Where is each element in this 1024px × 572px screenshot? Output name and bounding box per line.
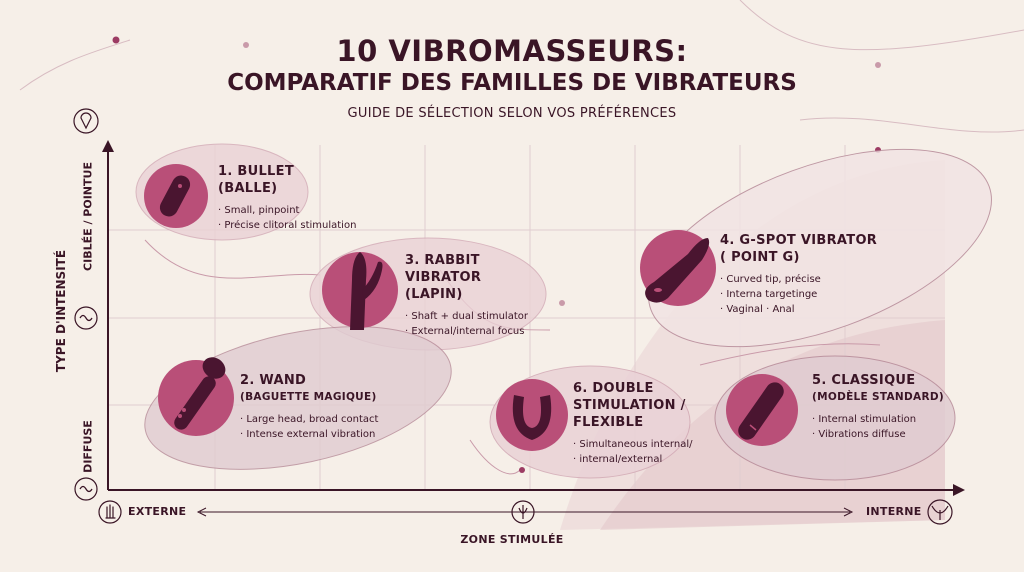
item-name-sub: (BALLE) — [218, 181, 278, 196]
y-axis-top-label: CIBLÉE / POINTUE — [81, 162, 95, 271]
item-name: 2. WAND — [240, 373, 307, 388]
item-double: 6. DOUBLE STIMULATION / FLEXIBLE Simulta… — [573, 380, 713, 467]
y-axis-title: TYPE D'INTENSITÉ — [54, 249, 68, 373]
pelvis-icon — [927, 499, 953, 525]
item-classique: 5. CLASSIQUE (MODÈLE STANDARD) Internal … — [812, 372, 952, 442]
y-axis-bottom-label: DIFFUSE — [81, 420, 95, 473]
item-note: Vibrations diffuse — [812, 427, 952, 442]
item-bullet: 1. BULLET (BALLE) Small, pinpoint Précis… — [218, 163, 368, 233]
item-notes: Internal stimulation Vibrations diffuse — [812, 412, 952, 442]
item-notes: Shaft + dual stimulator External/interna… — [405, 309, 555, 339]
connector-line — [699, 343, 881, 366]
x-axis-arrow — [953, 484, 965, 496]
item-note: internal/external — [573, 452, 713, 467]
decorative-line — [739, 0, 1024, 51]
item-name: 6. DOUBLE — [573, 381, 654, 396]
x-axis-title: ZONE STIMULÉE — [460, 533, 564, 546]
item-note: External/internal focus — [405, 324, 555, 339]
item-name-sub: (LAPIN) — [405, 287, 463, 302]
item-note: Intense external vibration — [240, 427, 400, 442]
connector-line — [144, 239, 321, 279]
page-title-line2: COMPARATIF DES FAMILLES DE VIBRATEURS — [227, 70, 797, 96]
item-note: Interna targetinge — [720, 287, 890, 302]
item-name: 1. BULLET — [218, 164, 294, 179]
y-axis-arrow — [102, 140, 114, 152]
classic-vibrator-icon — [726, 374, 798, 446]
pelvis-icon — [511, 500, 535, 524]
bullet-vibrator-icon — [144, 164, 208, 228]
x-axis-right-label: INTERNE — [866, 505, 922, 518]
wand-vibrator-icon — [158, 357, 234, 436]
item-notes: Curved tip, précise Interna targetinge V… — [720, 272, 890, 317]
page-title: 10 VIBROMASSEURS: — [336, 34, 688, 68]
item-name: 4. G-SPOT VIBRATOR — [720, 233, 878, 248]
wave-icon — [74, 477, 98, 501]
item-note: Internal stimulation — [812, 412, 952, 427]
item-note: Simultaneous internal/ — [573, 437, 713, 452]
item-name-sub: STIMULATION / — [573, 398, 686, 413]
connector-line — [469, 439, 521, 475]
item-note: Vaginal · Anal — [720, 302, 890, 317]
gspot-vibrator-icon — [640, 230, 716, 306]
rabbit-vibrator-icon — [322, 252, 398, 330]
decorative-dot — [559, 300, 565, 306]
item-notes: Small, pinpoint Précise clitoral stimula… — [218, 203, 368, 233]
item-note: Précise clitoral stimulation — [218, 218, 368, 233]
hand-icon — [98, 500, 122, 524]
item-name: 3. RABBIT VIBRATOR — [405, 253, 482, 285]
decorative-dot — [875, 62, 881, 68]
decorative-line — [19, 39, 131, 91]
decorative-line — [799, 117, 1024, 133]
item-name-sub: FLEXIBLE — [573, 415, 644, 430]
item-notes: Simultaneous internal/ internal/external — [573, 437, 713, 467]
item-name: 5. CLASSIQUE — [812, 373, 916, 388]
item-note: Curved tip, précise — [720, 272, 890, 287]
x-axis-left-label: EXTERNE — [128, 505, 187, 518]
marker-icon — [73, 108, 99, 134]
page-subtitle: GUIDE DE SÉLECTION SELON VOS PRÉFÉRENCES — [347, 106, 677, 121]
wave-icon — [74, 306, 98, 330]
decorative-dot — [112, 36, 120, 44]
item-note: Shaft + dual stimulator — [405, 309, 555, 324]
item-name-sub: (BAGUETTE MAGIQUE) — [240, 391, 377, 403]
item-gspot: 4. G-SPOT VIBRATOR ( POINT G) Curved tip… — [720, 232, 890, 317]
decorative-dot — [519, 467, 525, 473]
decorative-dot — [243, 42, 249, 48]
item-name-sub: ( POINT G) — [720, 250, 800, 265]
u-shaped-vibrator-icon — [496, 379, 568, 451]
item-note: Small, pinpoint — [218, 203, 368, 218]
item-rabbit: 3. RABBIT VIBRATOR (LAPIN) Shaft + dual … — [405, 252, 555, 339]
item-name-sub: (MODÈLE STANDARD) — [812, 391, 944, 403]
item-notes: Large head, broad contact Intense extern… — [240, 412, 400, 442]
item-note: Large head, broad contact — [240, 412, 400, 427]
item-wand: 2. WAND (BAGUETTE MAGIQUE) Large head, b… — [240, 372, 400, 442]
